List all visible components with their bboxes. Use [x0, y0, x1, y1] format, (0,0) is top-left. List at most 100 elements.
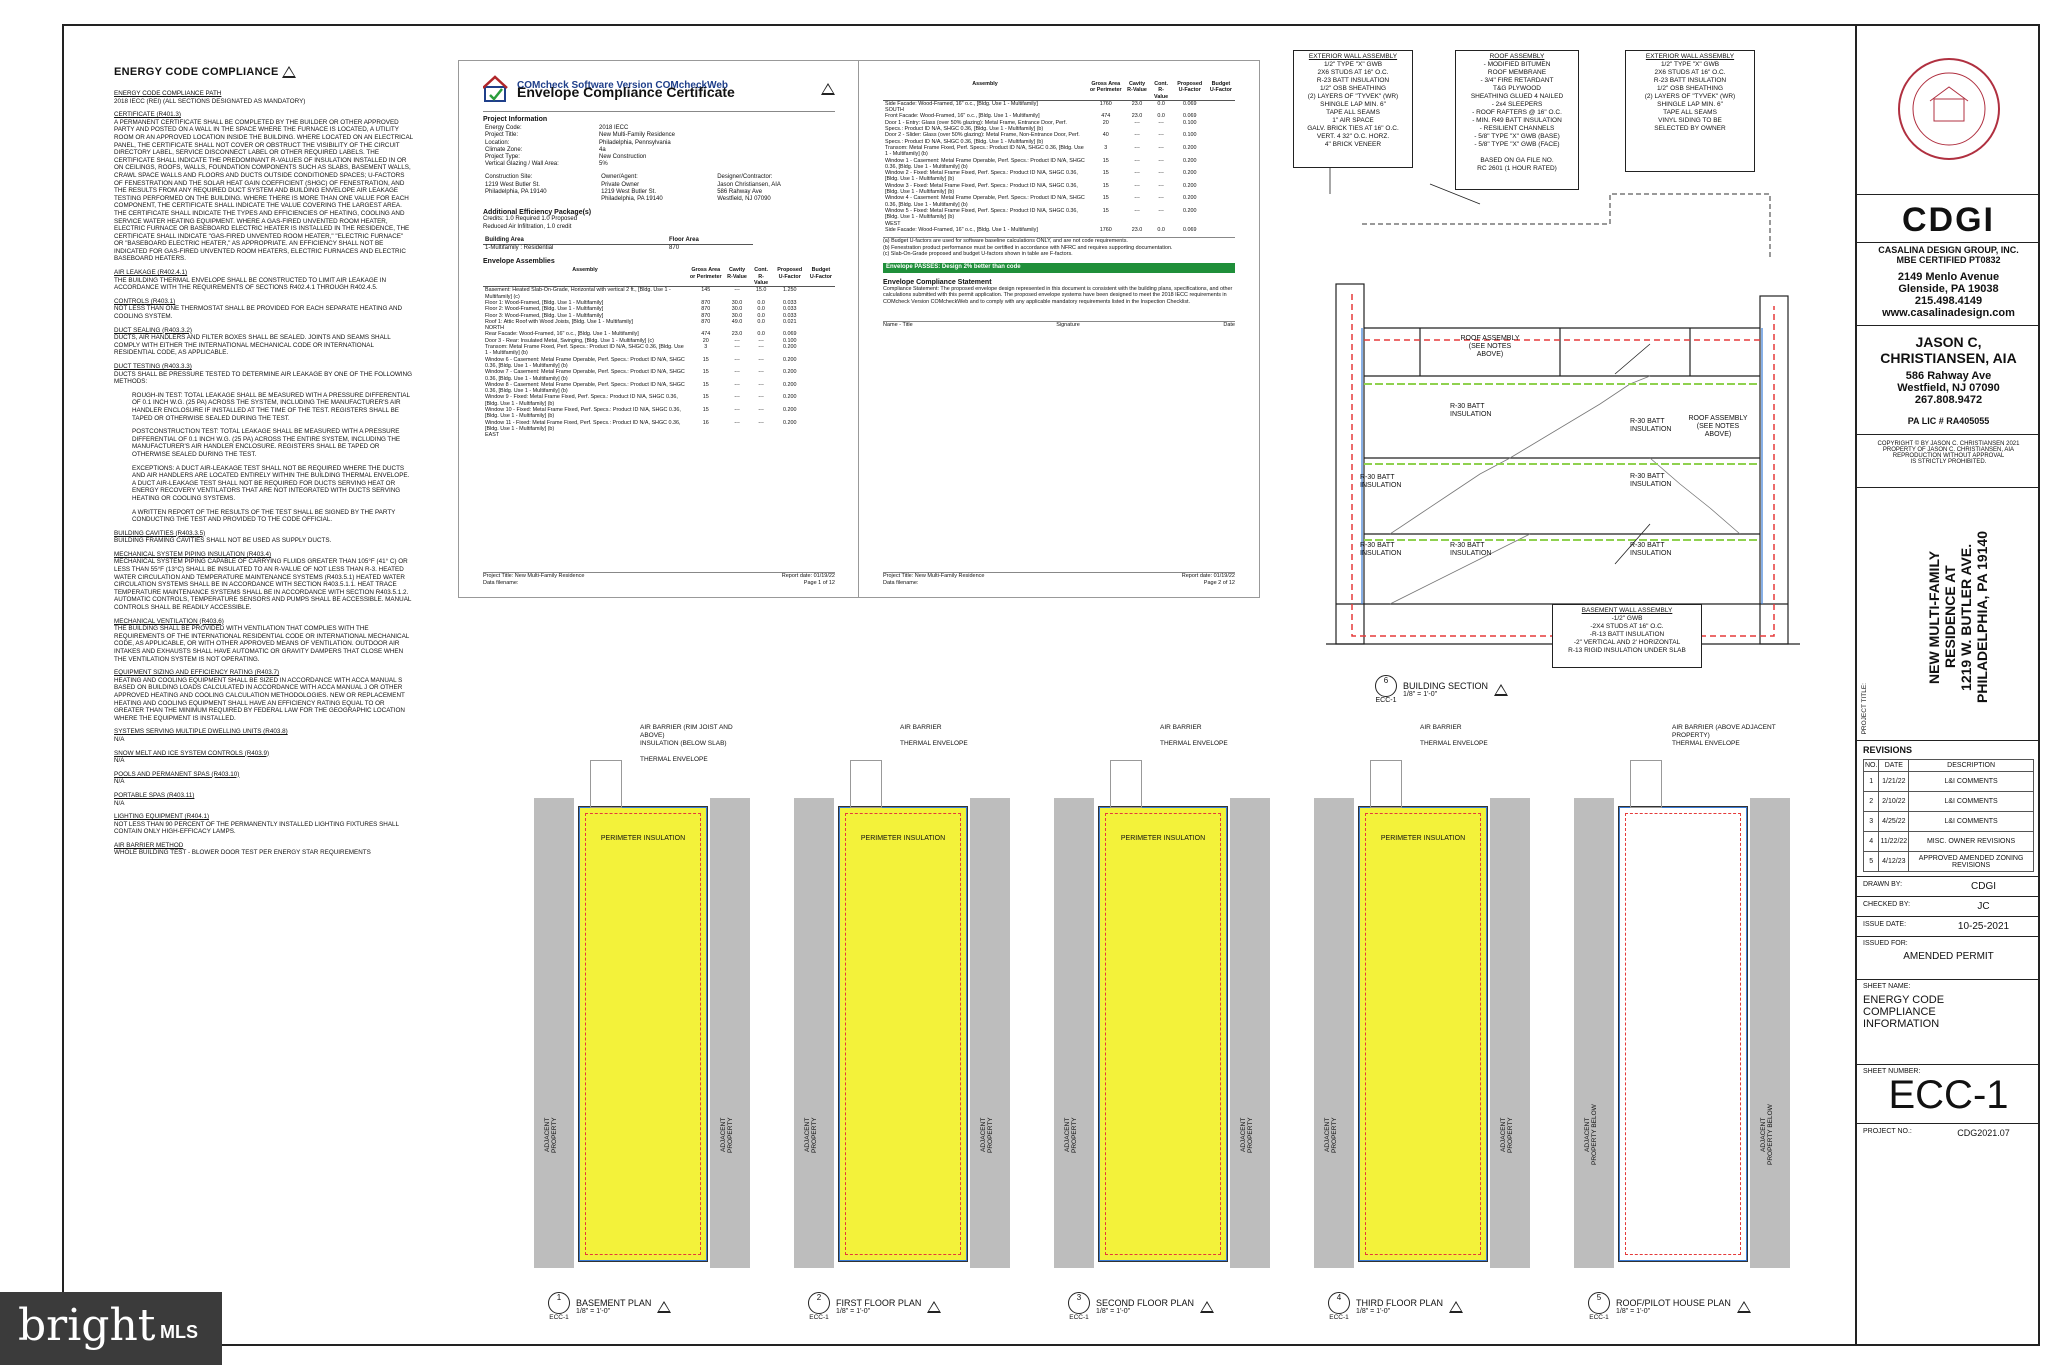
- assembly-cell: 0.100: [1182, 132, 1197, 139]
- note-section: BUILDING CAVITIES (R403.3.5)BUILDING FRA…: [114, 530, 414, 545]
- cert-field-row: Location:Philadelphia, Pennsylvania: [483, 140, 835, 147]
- assembly-row: Door 3 - Rear: Insulated Metal, Swinging…: [483, 338, 835, 344]
- note-section: A WRITTEN REPORT OF THE RESULTS OF THE T…: [114, 509, 414, 524]
- assembly-cell: ---: [734, 394, 740, 401]
- assemblies-col-header: Cavity R-Value: [727, 267, 747, 280]
- revision-cell: 4: [1862, 831, 1880, 852]
- company-mbe: MBE CERTIFIED PT0832: [1896, 255, 2001, 265]
- assembly-cell: [807, 394, 835, 407]
- note-title: LIGHTING EQUIPMENT (R404.1): [114, 813, 210, 821]
- plan-callout: THERMAL ENVELOPE: [1420, 740, 1488, 747]
- plan-number: 2: [808, 1292, 830, 1314]
- comcheck-logo-icon: [483, 75, 508, 102]
- revision-cell: APPROVED AMENDED ZONING REVISIONS: [1908, 851, 2034, 872]
- tb-field-row: ISSUE DATE:10-25-2021: [1857, 917, 2040, 937]
- cert-field-label: Climate Zone:: [485, 146, 523, 153]
- cert-sign-label: Name - Title: [883, 321, 913, 328]
- architect-name-2: CHRISTIANSEN, AIA: [1880, 350, 2017, 366]
- adjacent-property-right: ADJACENT PROPERTY: [1500, 1117, 1514, 1153]
- assembly-cell: 474: [1101, 113, 1111, 120]
- note-section: DUCT TESTING (R403.3.3)DUCTS SHALL BE PR…: [114, 363, 414, 386]
- plan-callout: THERMAL ENVELOPE: [900, 740, 968, 747]
- view-number: 6: [1375, 675, 1397, 697]
- assembly-cell: [807, 432, 835, 438]
- roof-text: - MODIFIED BITUMEN ROOF MEMBRANE - 3/4" …: [1470, 61, 1564, 172]
- assembly-cell: [773, 432, 807, 438]
- assembly-cell: 0.100: [782, 337, 797, 344]
- assembly-cell: [1207, 170, 1235, 183]
- assembly-cell: 0.021: [782, 318, 797, 325]
- section-label-r30-5: R-30 BATT INSULATION: [1630, 473, 1672, 488]
- assembly-cell: 23.0: [1131, 226, 1143, 233]
- assembly-cell: 0.069: [782, 331, 797, 338]
- sheet-number: ECC-1: [1888, 1073, 2009, 1117]
- revision-cell: 1: [1862, 771, 1880, 792]
- notes-title: ENERGY CODE COMPLIANCE: [114, 65, 279, 78]
- stair-outline: [1630, 760, 1662, 808]
- assembly-cell: [1207, 183, 1235, 196]
- assembly-cell: ---: [734, 369, 740, 376]
- section-label-roof-2: ROOF ASSEMBLY (SEE NOTES ABOVE): [1688, 415, 1748, 438]
- building-footprint: PERIMETER INSULATION: [1358, 806, 1488, 1262]
- assembly-cell: 0.0: [1157, 113, 1165, 120]
- watermark-suffix: MLS: [160, 1322, 198, 1342]
- revision-cell: 2: [1862, 791, 1880, 812]
- assembly-cell: 23.0: [731, 331, 743, 338]
- assembly-cell: ---: [734, 337, 740, 344]
- assembly-cell: Basement: Heated Slab-On-Grade, Horizont…: [485, 287, 671, 300]
- assembly-cell: ---: [758, 406, 764, 413]
- assembly-cell: Front Facade: Wood-Framed, 16" o.c., [Bl…: [885, 113, 1040, 120]
- bright-mls-watermark: bright MLS: [0, 1292, 222, 1365]
- assembly-cell: 0.033: [782, 306, 797, 313]
- building-footprint: PERIMETER INSULATION: [578, 806, 708, 1262]
- cert-field-value: 4a: [599, 146, 606, 153]
- plan-number: 1: [548, 1292, 570, 1314]
- revision-cell: 1/21/22: [1878, 771, 1910, 792]
- adjacent-wall-left: [534, 798, 574, 1268]
- revision-delta-icon: [1449, 1300, 1464, 1313]
- cert-field-label: Vertical Glazing / Wall Area:: [485, 161, 559, 168]
- architect-seal-icon: [1897, 58, 2000, 160]
- assembly-cell: Roof 1: Attic Roof with Wood Joists, [Bl…: [485, 318, 633, 325]
- assembly-row: WEST: [883, 221, 1235, 227]
- assembly-cell: [1207, 100, 1235, 107]
- assembly-cell: ---: [758, 369, 764, 376]
- adjacent-property-left: ADJACENT PROPERTY BELOW: [1584, 1104, 1598, 1166]
- assembly-cell: 0.0: [757, 299, 765, 306]
- assembly-row: Floor 1: Wood-Framed, [Bldg. Use 1 - Mul…: [483, 300, 835, 306]
- assembly-cell: 0.0: [757, 318, 765, 325]
- section-label-r30-3: R-30 BATT INSULATION: [1360, 542, 1402, 557]
- assembly-cell: 20: [1102, 119, 1109, 126]
- building-area: 1-Multifamily : Residential: [485, 245, 554, 252]
- perimeter-label: PERIMETER INSULATION: [1120, 835, 1206, 842]
- assembly-row: Floor 2: Wood-Framed, [Bldg. Use 1 - Mul…: [483, 306, 835, 312]
- note-title: POOLS AND PERMANENT SPAS (R403.10): [114, 770, 240, 778]
- assembly-cell: ---: [1134, 157, 1140, 164]
- plan-title: FIRST FLOOR PLAN: [836, 1298, 922, 1308]
- architect-phone: 267.808.9472: [1914, 394, 1983, 406]
- assembly-cell: Transom: Metal Frame Fixed, Perf. Specs.…: [885, 144, 1084, 158]
- cert-parties-table: Construction Site:Owner/Agent:Designer/C…: [483, 174, 835, 203]
- tb-field-value: CDGI: [1971, 881, 1996, 892]
- revision-cell: 2/10/22: [1878, 791, 1910, 812]
- perimeter-insulation-line: [845, 813, 961, 1255]
- tb-field-label: CHECKED BY:: [1863, 901, 1911, 908]
- assembly-cell: Transom: Metal Frame Fixed, Perf. Specs.…: [485, 344, 684, 357]
- issued-for-row: ISSUED FOR:AMENDED PERMIT: [1857, 937, 2040, 980]
- assembly-cell: Window 10 - Fixed: Metal Frame Fixed, Pe…: [485, 406, 681, 420]
- note-text: N/A: [114, 778, 125, 786]
- perimeter-label: PERIMETER INSULATION: [1380, 835, 1466, 842]
- sheet-number-label: SHEET NUMBER:: [1863, 1068, 1921, 1075]
- assembly-cell: ---: [1158, 170, 1164, 177]
- note-section: EXCEPTIONS: A DUCT AIR-LEAKAGE TEST SHAL…: [114, 465, 414, 503]
- cert-footer-item: Page 2 of 12: [1203, 579, 1235, 586]
- cert-sign-label: Date: [1223, 321, 1235, 328]
- assembly-cell: 0.200: [782, 356, 797, 363]
- project-no-row: PROJECT NO.:CDG2021.07: [1857, 1124, 2040, 1142]
- assembly-cell: 0.200: [782, 406, 797, 413]
- plan-callout: AIR BARRIER: [1160, 724, 1202, 731]
